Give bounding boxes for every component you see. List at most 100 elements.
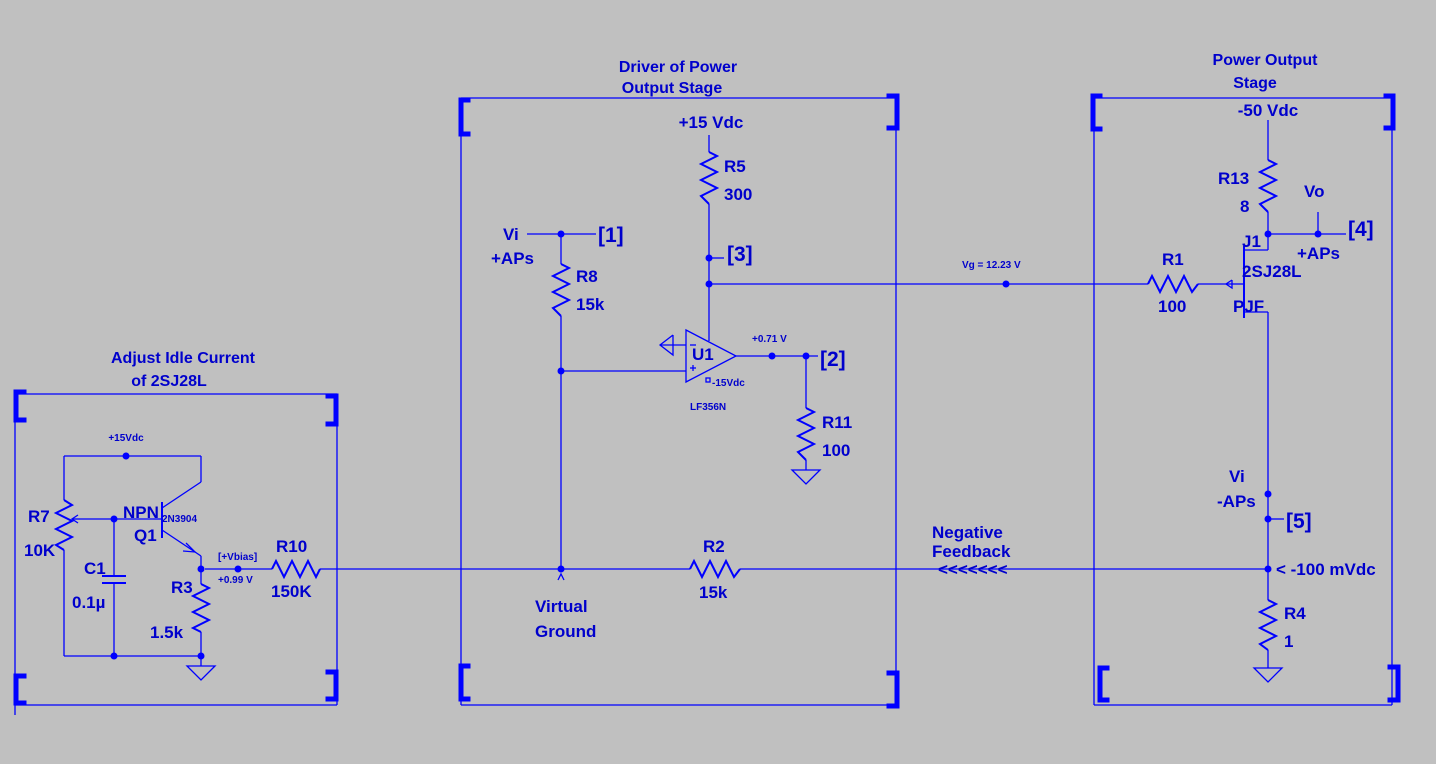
vi-neg-label: Vi — [1229, 467, 1245, 486]
q1-npn-transistor — [153, 481, 202, 557]
r13-name: R13 — [1218, 169, 1249, 188]
driver-section-box — [458, 93, 900, 709]
r5-name: R5 — [724, 157, 746, 176]
vg-voltage-label: Vg = 12.23 V — [962, 260, 1021, 271]
vo-label: Vo — [1304, 182, 1324, 201]
vo-aps-label: +APs — [1297, 244, 1340, 263]
r10-name: R10 — [276, 537, 307, 556]
j1-name: J1 — [1242, 232, 1261, 251]
idle-title-line2: of 2SJ28L — [131, 373, 207, 390]
ground-icon — [790, 469, 822, 485]
virtual-ground-line2: Ground — [535, 622, 596, 641]
driver-title-line2: Output Stage — [622, 80, 723, 97]
u1-part: LF356N — [690, 402, 726, 413]
node-dot — [1002, 280, 1010, 288]
probe-2-label: [2] — [820, 348, 846, 371]
node-dot — [197, 565, 205, 573]
u1-name: U1 — [692, 345, 714, 364]
node-dot — [802, 352, 810, 360]
idle-section-box — [13, 389, 339, 715]
vbias-value: +0.99 V — [218, 575, 253, 586]
r8-name: R8 — [576, 267, 598, 286]
node-dot — [1264, 565, 1272, 573]
node-dot — [1264, 515, 1272, 523]
opamp-output-voltage: +0.71 V — [752, 334, 787, 345]
r7-name: R7 — [28, 507, 50, 526]
node-dot — [705, 254, 713, 262]
idle-title-line1: Adjust Idle Current — [111, 350, 256, 367]
u1-opamp — [658, 328, 738, 384]
power-title-line2: Stage — [1233, 75, 1277, 92]
power-title-line1: Power Output — [1213, 52, 1319, 69]
aps-neg-label: -APs — [1217, 492, 1256, 511]
r5-value: 300 — [724, 185, 752, 204]
node-dot — [1264, 230, 1272, 238]
r4-resistor — [1257, 599, 1279, 651]
idle-wiring — [63, 455, 202, 666]
r7-value: 10K — [24, 541, 56, 560]
q1-name: Q1 — [134, 526, 157, 545]
r7-potentiometer — [53, 499, 80, 551]
node-dot — [557, 565, 565, 573]
vi-input-label: Vi — [503, 225, 519, 244]
r11-resistor — [795, 407, 817, 461]
node-dot — [197, 652, 205, 660]
probe-5-label: [5] — [1286, 510, 1312, 533]
r8-value: 15k — [576, 295, 605, 314]
r10-resistor — [271, 558, 321, 580]
aps-plus-label: +APs — [491, 249, 534, 268]
r11-name: R11 — [822, 413, 852, 432]
r13-resistor — [1257, 159, 1279, 213]
feedback-arrows: <<<<<<< — [938, 560, 1008, 579]
node-dot — [110, 515, 118, 523]
probe-1-label: [1] — [598, 224, 624, 247]
ground-icon — [185, 665, 217, 681]
c1-value: 0.1µ — [72, 593, 105, 612]
ground-icon — [1252, 667, 1284, 683]
r1-resistor — [1147, 273, 1199, 295]
q1-type: NPN — [123, 503, 159, 522]
feedback-title-line1: Negative — [932, 523, 1003, 542]
virtual-ground-arrow-icon — [557, 572, 565, 581]
r1-name: R1 — [1162, 250, 1184, 269]
node-dot — [557, 230, 565, 238]
idle-supply-label: +15Vdc — [108, 433, 144, 444]
feedback-title-line2: Feedback — [932, 542, 1011, 561]
r5-resistor — [698, 151, 720, 205]
node-dot — [768, 352, 776, 360]
r8-resistor — [550, 263, 572, 317]
r3-value: 1.5k — [150, 623, 184, 642]
r11-value: 100 — [822, 441, 850, 460]
vbias-label: [+Vbias] — [218, 552, 257, 563]
r2-resistor — [689, 558, 741, 580]
node-dot — [557, 367, 565, 375]
j1-pjfet — [1224, 246, 1245, 318]
node-dot — [1264, 490, 1272, 498]
probe-3-label: [3] — [727, 243, 753, 266]
probe-4-label: [4] — [1348, 218, 1374, 241]
feedback-voltage-label: < -100 mVdc — [1276, 560, 1376, 579]
j1-type: PJF — [1233, 297, 1264, 316]
node-dot — [234, 565, 242, 573]
driver-wiring — [527, 135, 1148, 569]
r4-value: 1 — [1284, 632, 1293, 651]
driver-supply-label: +15 Vdc — [679, 113, 744, 132]
power-wiring — [1198, 120, 1346, 668]
node-dot — [110, 652, 118, 660]
r2-value: 15k — [699, 583, 728, 602]
r3-name: R3 — [171, 578, 193, 597]
r4-name: R4 — [1284, 604, 1306, 623]
r2-name: R2 — [703, 537, 725, 556]
driver-title-line1: Driver of Power — [619, 59, 737, 76]
r1-value: 100 — [1158, 297, 1186, 316]
j1-part: 2SJ28L — [1242, 262, 1302, 281]
node-dot — [705, 280, 713, 288]
r13-value: 8 — [1240, 197, 1249, 216]
node-dot — [1314, 230, 1322, 238]
q1-part: 2N3904 — [162, 514, 197, 525]
virtual-ground-line1: Virtual — [535, 597, 588, 616]
node-dot — [122, 452, 130, 460]
power-section-box — [1090, 93, 1401, 706]
r10-value: 150K — [271, 582, 312, 601]
